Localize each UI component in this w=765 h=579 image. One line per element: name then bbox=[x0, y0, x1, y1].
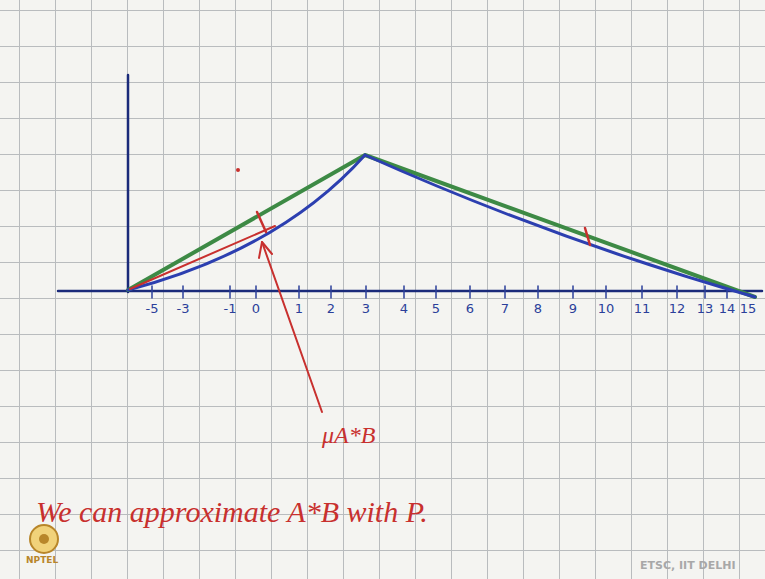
x-axis bbox=[58, 290, 762, 293]
blue-curve-left bbox=[128, 155, 365, 290]
gap-mark bbox=[585, 228, 590, 245]
axis-tick-label: 14 bbox=[719, 302, 736, 316]
nptel-logo bbox=[30, 525, 58, 553]
pointer-arrow bbox=[262, 242, 322, 412]
axis-tick-label: 1 bbox=[295, 302, 303, 316]
axis-tick-label: 12 bbox=[669, 302, 686, 316]
axis-tick-label: 9 bbox=[569, 302, 577, 316]
y-axis bbox=[127, 75, 130, 292]
axis-tick-label: 6 bbox=[466, 302, 474, 316]
axis-tick-label: -3 bbox=[177, 302, 190, 316]
tick-marks bbox=[152, 286, 727, 298]
axis-tick-label: 8 bbox=[534, 302, 542, 316]
axis-tick-label: 3 bbox=[362, 302, 370, 316]
blue-curve-right bbox=[365, 155, 755, 297]
axis-tick-label: 10 bbox=[598, 302, 615, 316]
axis-tick-label: 13 bbox=[697, 302, 714, 316]
axis-tick-label: 4 bbox=[400, 302, 408, 316]
green-triangle bbox=[128, 155, 755, 297]
axis-tick-label: 15 bbox=[740, 302, 757, 316]
axis-tick-label: 7 bbox=[501, 302, 509, 316]
membership-label: μA*B bbox=[322, 422, 375, 448]
ink-dot bbox=[236, 168, 240, 172]
axis-tick-label: -1 bbox=[224, 302, 237, 316]
handwritten-note: We can approximate A*B with P. bbox=[36, 495, 596, 528]
watermark: ETSC, IIT DELHI bbox=[640, 560, 736, 572]
axis-tick-label: -5 bbox=[146, 302, 159, 316]
axis-tick-label: 11 bbox=[634, 302, 651, 316]
gap-mark bbox=[257, 212, 266, 232]
axis-tick-label: 2 bbox=[327, 302, 335, 316]
axis-tick-label: 0 bbox=[252, 302, 260, 316]
arrow-head bbox=[259, 242, 272, 258]
red-line bbox=[130, 226, 275, 289]
logo-text: NPTEL bbox=[26, 556, 58, 566]
axis-tick-label: 5 bbox=[432, 302, 440, 316]
